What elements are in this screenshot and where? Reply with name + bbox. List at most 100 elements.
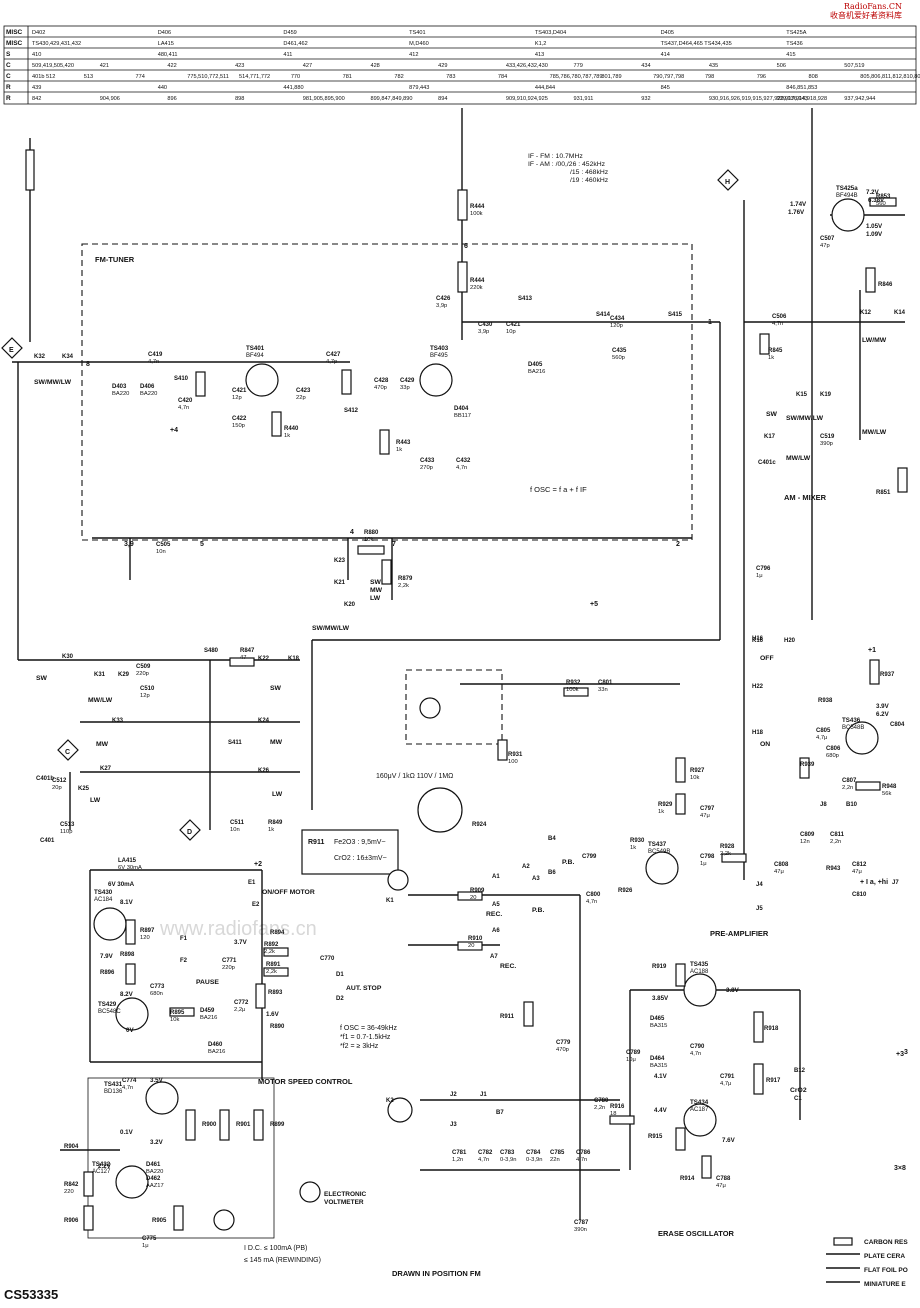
component-ref: R905 [152, 1218, 167, 1224]
transistor-type: BF494B [836, 193, 858, 199]
transistor-ref: TS401 [246, 345, 265, 352]
table-cell: D406 [158, 30, 171, 36]
supply-label: +1 [868, 647, 876, 654]
transistor-ref: TS429 [98, 1001, 117, 1008]
table-cell: 929,936,943 [777, 96, 808, 102]
component-value: 220 [64, 1189, 74, 1195]
component-ref: C426 [436, 296, 451, 302]
component-ref: R895 [170, 1010, 185, 1016]
component-value: BA220 [140, 391, 157, 397]
component-ref: R880 [364, 530, 379, 536]
tape-box-cr: CrO2 : 16±3mV~ [334, 855, 387, 862]
component-value: BA315 [650, 1063, 667, 1069]
switch-label: SW/MW/LW [312, 625, 350, 632]
switch-label: AUT. STOP [346, 985, 382, 992]
component-ref: C435 [612, 348, 627, 354]
component-value: 1,2n [452, 1157, 463, 1163]
component-value: 220p [222, 965, 235, 971]
component-value: 2,2k [264, 949, 275, 955]
table-cell: 846,851,853 [786, 85, 817, 91]
component-value: 270p [420, 465, 433, 471]
switch-label: MW/LW [862, 429, 887, 436]
component-ref: R931 [508, 752, 523, 758]
component-ref: R926 [618, 888, 633, 894]
table-cell: 785,786,780,787,789 [550, 74, 603, 80]
component-ref: C801 [598, 680, 613, 686]
table-cell: 796 [757, 74, 766, 80]
component-ref: R897 [140, 928, 155, 934]
voltage-label: 4.4V [654, 1107, 668, 1114]
voltage-label: 3.5V [150, 1077, 164, 1084]
switch-ref: K17 [764, 434, 776, 440]
connector-letter: C [65, 749, 70, 756]
component-ref: R911 [500, 1014, 515, 1020]
component-value: 1k [284, 433, 290, 439]
legend-glyphs [826, 1237, 860, 1283]
component-ref: C811 [830, 832, 845, 838]
switch-ref: K30 [62, 654, 74, 660]
component-value: 47μ [716, 1183, 726, 1189]
table-cell: 842 [32, 96, 41, 102]
component-ref: R893 [268, 990, 283, 996]
component-value: 0-3,9n [500, 1157, 516, 1163]
supply-label: +2 [254, 861, 262, 868]
component-ref: R919 [652, 964, 667, 970]
component-ref: C775 [142, 1236, 157, 1242]
component-ref: D406 [140, 384, 155, 390]
component-ref: C809 [800, 832, 815, 838]
component-ref: R851 [876, 490, 891, 496]
component-ref: C511 [230, 820, 245, 826]
component-ref: R899 [270, 1122, 285, 1128]
switch-ref: S415 [668, 312, 683, 318]
component-value: 2,2n [594, 1105, 605, 1111]
component-value: 10μ [626, 1057, 636, 1063]
erase-oscillator-title: ERASE OSCILLATOR [658, 1229, 735, 1238]
switch-label: P.B. [562, 859, 574, 866]
component-ref: R849 [268, 820, 283, 826]
voltage-label: 1.09V [866, 231, 883, 238]
component-ref: R906 [64, 1218, 79, 1224]
component-ref: C790 [690, 1044, 705, 1050]
electronic-voltmeter-title: VOLTMETER [324, 1199, 364, 1206]
voltage-label: 8.1V [120, 899, 134, 906]
component-value: 1k [396, 447, 402, 453]
component-value: 20p [52, 785, 62, 791]
table-cell: 412 [409, 52, 418, 58]
voltage-label: 0V [126, 1027, 134, 1034]
table-cell: 427 [303, 63, 312, 69]
table-cell: 894 [438, 96, 447, 102]
table-cell: 434 [641, 63, 650, 69]
component-ref: R846 [878, 282, 893, 288]
component-value: 100k [470, 211, 483, 217]
component-ref: C432 [456, 458, 471, 464]
component-ref: C784 [526, 1150, 541, 1156]
component-ref: R932 [566, 680, 581, 686]
table-cell: TS401 [409, 30, 425, 36]
transistor-type: AC188 [690, 969, 709, 975]
component-ref: R845 [768, 348, 783, 354]
component-value: 4,7n [122, 1085, 133, 1091]
legend-label: FLAT FOIL PO [864, 1267, 908, 1274]
connector-letter: D [187, 829, 192, 836]
table-row-label: C [6, 62, 11, 69]
transistor-type: BC548C [98, 1009, 121, 1015]
switch-ref: J3 [450, 1122, 457, 1128]
component-ref: C783 [500, 1150, 515, 1156]
switch-ref: S411 [228, 740, 242, 746]
node-number: 6 [464, 243, 468, 250]
component-ref: R930 [630, 838, 645, 844]
component-glyphs [83, 189, 908, 1231]
switch-ref: B6 [548, 870, 556, 876]
switch-ref: K19 [820, 392, 832, 398]
switch-label: SW/MW/LW [786, 415, 824, 422]
electronic-voltmeter-title: ELECTRONIC [324, 1191, 367, 1198]
component-value: 2,2μ [234, 1007, 245, 1013]
table-cell: D461,462 [283, 41, 307, 47]
component-ref: C797 [700, 806, 715, 812]
voltage-label: 3.7V [234, 939, 248, 946]
switch-label: ON/OFF MOTOR [262, 889, 315, 896]
component-ref: R894 [270, 930, 285, 936]
component-ref: C428 [374, 378, 389, 384]
table-cell: 896 [167, 96, 176, 102]
